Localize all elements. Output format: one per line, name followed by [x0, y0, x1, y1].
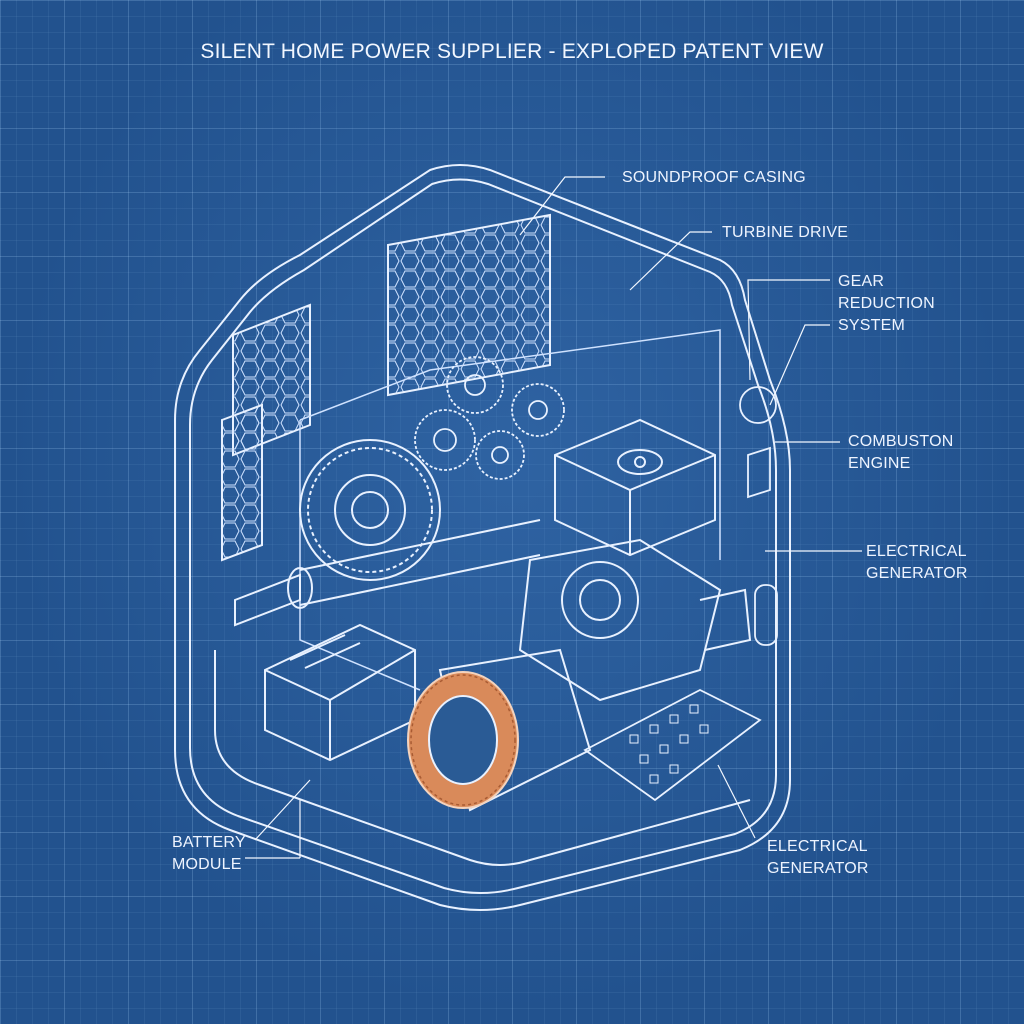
diagram-title: SILENT HOME POWER SUPPLIER - EXPLOPED PA… — [200, 40, 824, 63]
label-electrical-generator-right: ELECTRICAL GENERATOR — [866, 543, 968, 582]
leader-lines — [245, 176, 862, 859]
drive-shaft — [234, 519, 541, 627]
combustion-engine — [518, 418, 752, 702]
soundproof-panels — [221, 213, 551, 562]
gear-reduction-gears — [414, 356, 565, 480]
label-soundproof-casing: SOUNDPROOF CASING — [622, 169, 806, 186]
control-board — [583, 688, 762, 802]
label-gear-reduction-system: GEAR REDUCTION SYSTEM — [838, 273, 935, 334]
turbine-drive-gear — [299, 439, 441, 581]
side-handle — [754, 584, 778, 646]
side-latch — [747, 446, 771, 499]
soundproof-casing-shell — [174, 164, 791, 911]
label-combustion-engine: COMBUSTON ENGINE — [848, 433, 954, 472]
pressure-gauge — [739, 386, 777, 424]
label-battery-module: BATTERY MODULE — [172, 834, 246, 873]
label-turbine-drive: TURBINE DRIVE — [722, 224, 849, 241]
label-electrical-generator-bottom: ELECTRICAL GENERATOR — [767, 838, 869, 877]
battery-module — [264, 623, 416, 762]
electrical-generator-stator — [407, 648, 592, 812]
